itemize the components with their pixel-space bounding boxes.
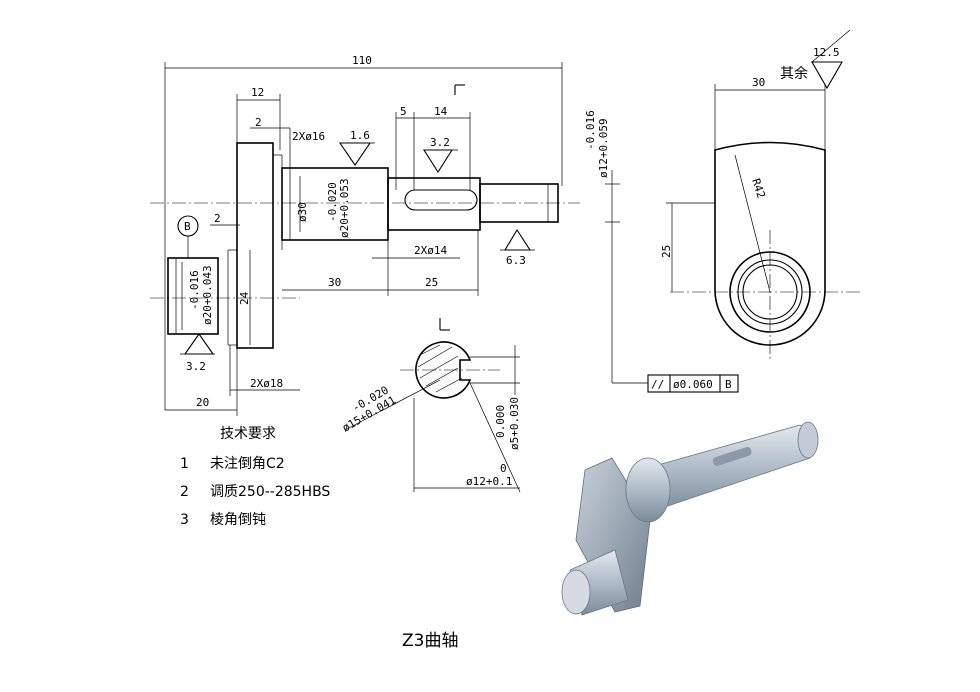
roughness-1-6: 1.6 xyxy=(350,129,370,142)
sec-tol-12-lower: 0 xyxy=(500,462,507,475)
roughness-3-2-left: 3.2 xyxy=(186,360,206,373)
fcf-datum: B xyxy=(725,378,732,391)
side-dim-30: 30 xyxy=(752,76,765,89)
section-view: ø15+0.041 -0.020 ø5+0.030 0.000 ø12+0.1 … xyxy=(340,318,521,493)
side-dim-r42: R42 xyxy=(749,177,768,200)
dim-2x18: 2Xø18 xyxy=(250,377,283,390)
tech-requirements: 技术要求 1 未注倒角C2 2 调质250--285HBS 3 棱角倒钝 xyxy=(180,426,330,528)
sec-tol-5-lower: 0.000 xyxy=(494,405,507,438)
tol-12-upper: ø12+0.059 xyxy=(597,118,610,178)
front-view: 110 12 2 2Xø16 1.6 5 14 3.2 ø12+0.05 xyxy=(150,54,620,416)
tech-req-2-text: 调质250--285HBS xyxy=(210,484,330,500)
dim-5: 5 xyxy=(400,105,407,118)
tol-20-left-lower: -0.016 xyxy=(188,270,201,310)
tol-20-mid-lower: -0.020 xyxy=(326,182,339,222)
tol-20-left-upper: ø20+0.043 xyxy=(201,265,214,325)
datum-b-label: B xyxy=(184,220,191,233)
dim-2-top: 2 xyxy=(255,116,262,129)
roughness-3-2-top: 3.2 xyxy=(430,136,450,149)
tech-req-3-num: 3 xyxy=(180,512,189,528)
side-dim-25: 25 xyxy=(660,245,673,258)
dim-24: 24 xyxy=(238,291,251,305)
tech-req-1-num: 1 xyxy=(180,456,189,472)
fcf-symbol: // xyxy=(651,378,664,391)
roughness-6-3: 6.3 xyxy=(506,254,526,267)
side-qiyu: 其余 xyxy=(780,65,808,82)
sec-tol-5-upper: ø5+0.030 xyxy=(508,397,521,450)
tech-req-2-num: 2 xyxy=(180,484,189,500)
feature-control-frame: // ø0.060 B xyxy=(611,236,739,393)
dim-dia-30: ø30 xyxy=(296,202,309,222)
dim-2x16: 2Xø16 xyxy=(292,130,325,143)
tech-req-1-text: 未注倒角C2 xyxy=(210,456,285,472)
dim-14: 14 xyxy=(434,105,448,118)
dim-2-left: 2 xyxy=(214,212,221,225)
dim-2x14: 2Xø14 xyxy=(414,244,447,257)
side-view: R42 30 25 其余 12.5 xyxy=(660,29,860,360)
tol-20-mid-upper: ø20+0.053 xyxy=(338,178,351,238)
tech-req-3-text: 棱角倒钝 xyxy=(210,512,266,528)
tol-12-lower: -0.016 xyxy=(584,110,597,150)
fcf-value: ø0.060 xyxy=(673,378,713,391)
dim-25-len: 25 xyxy=(425,276,438,289)
dim-20: 20 xyxy=(196,396,209,409)
crankshaft-3d-render xyxy=(561,421,819,616)
side-roughness-12-5: 12.5 xyxy=(813,46,840,59)
dim-12: 12 xyxy=(251,86,264,99)
drawing-caption: Z3曲轴 xyxy=(402,631,458,651)
dim-30-len: 30 xyxy=(328,276,341,289)
tech-req-title: 技术要求 xyxy=(220,426,276,442)
dim-110: 110 xyxy=(352,54,372,67)
sec-tol-12-upper: ø12+0.1 xyxy=(466,475,512,488)
